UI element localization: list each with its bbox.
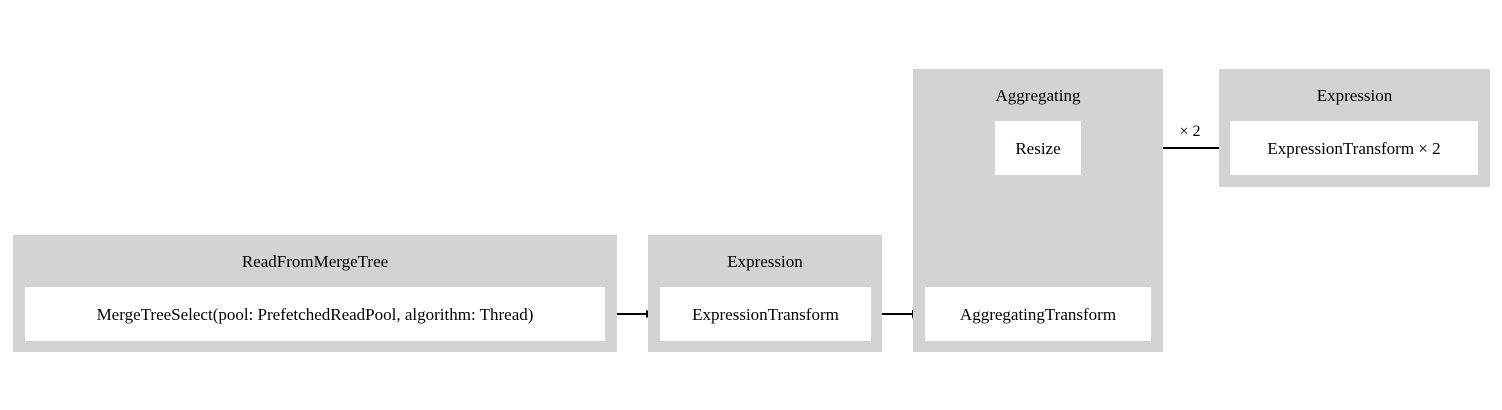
edge-label-text-x2: × 2: [1179, 123, 1201, 140]
cluster-label-expression-left: Expression: [727, 252, 803, 271]
node-merge-tree-select[interactable]: MergeTreeSelect(pool: PrefetchedReadPool…: [25, 287, 605, 341]
node-label-expression-transform: ExpressionTransform: [692, 304, 839, 324]
node-label-merge-tree-select: MergeTreeSelect(pool: PrefetchedReadPool…: [96, 304, 534, 324]
node-label-resize: Resize: [1015, 138, 1061, 158]
node-aggregating-transform[interactable]: AggregatingTransform: [925, 287, 1151, 341]
node-label-expression-transform-x2: ExpressionTransform × 2: [1267, 138, 1441, 158]
cluster-label-expression-right: Expression: [1316, 86, 1393, 105]
node-expression-transform[interactable]: ExpressionTransform: [660, 287, 871, 341]
node-resize[interactable]: Resize: [995, 121, 1081, 175]
node-label-aggregating-transform: AggregatingTransform: [959, 304, 1117, 324]
edge-label-resize-to-expression-x2: × 2: [1162, 124, 1218, 140]
cluster-label-read-from-merge-tree: ReadFromMergeTree: [241, 252, 389, 271]
node-expression-transform-x2[interactable]: ExpressionTransform × 2: [1230, 121, 1478, 175]
cluster-label-aggregating: Aggregating: [995, 86, 1081, 105]
